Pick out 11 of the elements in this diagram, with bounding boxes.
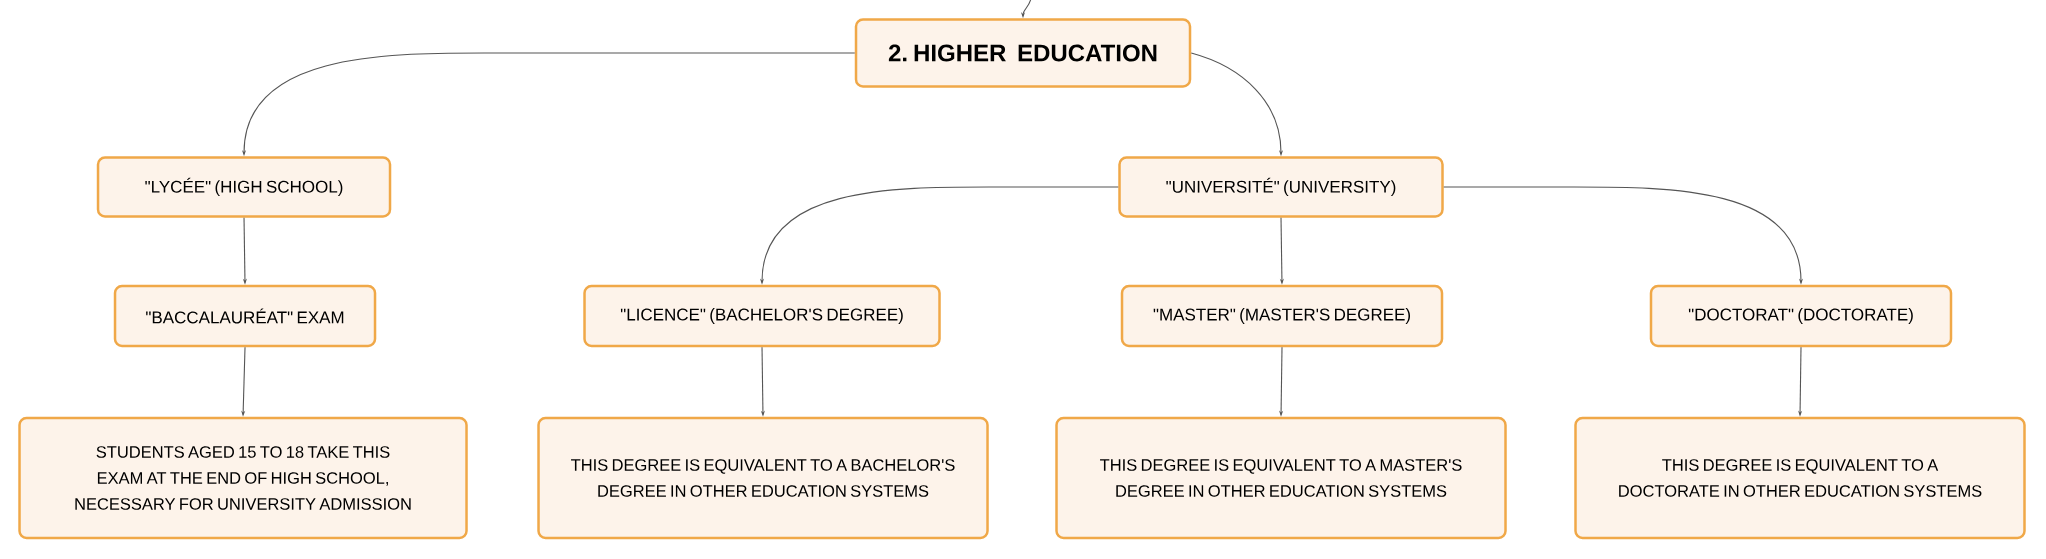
process-box: "LYCÉE" (HIGH SCHOOL) [96,156,392,218]
process-box: "MASTER" (MASTER'S DEGREE) [1120,284,1444,348]
description-box: THIS DEGREE IS EQUIVALENT TO A DOCTORATE IN OTHER EDUCATION SYSTEMS [1574,416,2026,540]
description-box: STUDENTS AGED 15 TO 18 TAKE THIS EXAM AT THE END OF HIGH SCHOOL, NECESSARY FOR UNIVERSITY ADMISSION [18,416,468,540]
process-box: "UNIVERSITÉ" (UNIVERSITY) [1118,156,1444,218]
process-box: "BACCALAURÉAT" EXAM [113,284,377,348]
process-box: "DOCTORAT" (DOCTORATE) [1649,284,1953,348]
title-box: 2. HIGHER EDUCATION [854,18,1192,88]
description-box: THIS DEGREE IS EQUIVALENT TO A BACHELOR'S DEGREE IN OTHER EDUCATION SYSTEMS [537,416,989,540]
process-box: "LICENCE" (BACHELOR'S DEGREE) [583,284,941,348]
description-box: THIS DEGREE IS EQUIVALENT TO A MASTER'S DEGREE IN OTHER EDUCATION SYSTEMS [1055,416,1507,540]
